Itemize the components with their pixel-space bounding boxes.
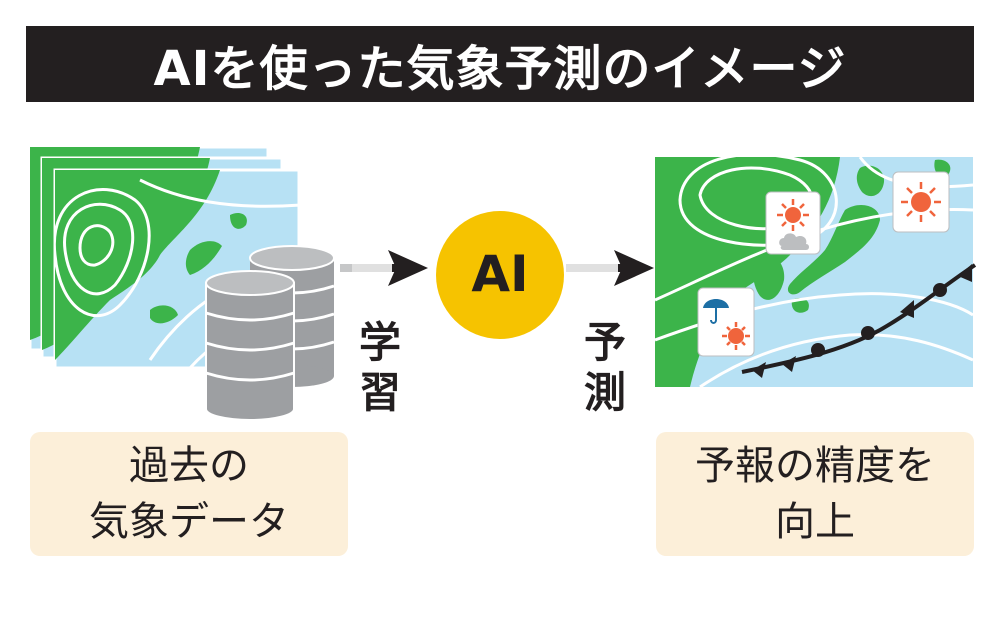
database-front [205, 270, 295, 421]
umbrella-sun-icon [697, 287, 755, 357]
sun-icon [892, 171, 950, 233]
past-weather-data-label: 過去の 気象データ [89, 443, 289, 545]
arrow-right-icon [340, 250, 428, 286]
past-weather-data-box: 過去の 気象データ [30, 432, 348, 556]
learning-label: 学 習 [358, 318, 401, 417]
title-bar: AIを使った気象予測のイメージ [26, 26, 974, 102]
weather-front-icon [741, 263, 977, 378]
forecast-accuracy-box: 予報の精度を 向上 [656, 432, 974, 556]
database-cylinders-icon [205, 245, 335, 421]
forecast-accuracy-label: 予報の精度を 向上 [695, 443, 935, 545]
page-title: AIを使った気象予測のイメージ [153, 41, 847, 97]
weather-map-stack-icon [28, 145, 301, 370]
ai-circle [436, 211, 564, 339]
forecast-map-icon [655, 157, 977, 387]
prediction-label: 予 測 [583, 318, 626, 417]
ai-label: AI [471, 245, 529, 303]
sun-cloud-icon [765, 191, 821, 255]
arrow-right-icon [566, 250, 654, 286]
